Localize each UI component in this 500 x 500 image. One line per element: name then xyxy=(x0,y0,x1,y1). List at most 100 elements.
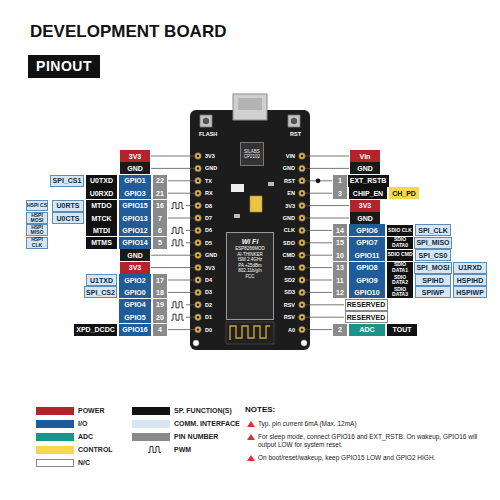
label-text: 3V3 xyxy=(129,262,141,273)
pin-pad xyxy=(195,264,201,270)
board-pin-label: RX xyxy=(205,190,213,196)
function-tag: XPD_DCDC xyxy=(74,324,117,336)
label-text: PA +25dBm xyxy=(238,263,262,269)
mounting-hole xyxy=(301,340,307,346)
pin-number: 5 xyxy=(153,237,167,249)
board-pin-label: SD3 xyxy=(284,289,295,295)
smd-part xyxy=(234,214,240,218)
flash-button xyxy=(200,115,212,127)
label-text: AI-THINKER xyxy=(237,252,263,258)
gpio-tag: GPIO8 xyxy=(349,262,385,274)
pin-pad xyxy=(195,153,201,159)
pin-pad xyxy=(299,326,305,332)
pin-pad xyxy=(299,227,305,233)
label-text: SPI_MISO xyxy=(416,237,449,248)
usb-uart-chip: SILABS CP2102 xyxy=(240,142,264,166)
gpio-tag: GPIO1 xyxy=(119,175,151,187)
pin-hole xyxy=(301,328,303,330)
legend-swatch xyxy=(36,433,74,441)
label-text: 1 xyxy=(338,175,342,186)
label-text: 19 xyxy=(156,299,164,310)
label-text: SPI_CLK xyxy=(418,225,448,236)
label-text: MTCK xyxy=(91,213,111,224)
label-text: SPIHD xyxy=(422,275,443,286)
label-text: Wi Fi xyxy=(242,237,259,246)
pin-pad xyxy=(195,165,201,171)
label-text: U0RXD xyxy=(90,188,114,199)
pin-hole xyxy=(197,328,199,330)
pin-hole xyxy=(301,279,303,281)
pin-hole xyxy=(197,192,199,194)
notes-heading: NOTES: xyxy=(245,405,275,415)
legend-text: PIN NUMBER xyxy=(174,432,218,441)
label-text: 4 xyxy=(158,324,162,335)
label-text: ESP8266MOD xyxy=(235,246,265,252)
pin-hole xyxy=(197,291,199,293)
nc-tag: RESERVED xyxy=(345,311,388,323)
legend-row: I/O xyxy=(36,419,87,428)
leader-line xyxy=(151,156,195,157)
leader-line xyxy=(186,304,195,305)
board-pin-label: RST xyxy=(284,178,295,184)
label-text: HSPI CS xyxy=(27,203,47,209)
heading-bar: PINOUT xyxy=(28,55,100,78)
legend-row: SP. FUNCTION(S) xyxy=(132,406,232,415)
pin-number: 21 xyxy=(153,187,167,199)
leader-lines xyxy=(151,156,349,330)
gpio-tag: GPIO5 xyxy=(119,311,151,323)
pin-hole xyxy=(301,254,303,256)
gpio-tag: GPIO7 xyxy=(349,237,385,249)
label-text: GND xyxy=(127,250,143,261)
function-tag: U0TXD xyxy=(86,175,117,187)
comm-tag: SPI_MISO xyxy=(414,237,452,249)
function-tag: SDIO CMD xyxy=(387,250,413,261)
label-text: 3 xyxy=(338,188,342,199)
legend-text: I/O xyxy=(78,419,87,428)
board-pin-label: D3 xyxy=(205,289,212,295)
leader-line xyxy=(306,317,345,318)
board-pin-label: EN xyxy=(287,190,295,196)
legend-row: POWER xyxy=(36,406,104,415)
label-text: GND xyxy=(127,163,143,174)
function-tag: U0RXD xyxy=(86,187,117,199)
usb-connector xyxy=(233,94,267,120)
pin-hole xyxy=(197,279,199,281)
leader-line xyxy=(186,205,195,206)
flash-button-cap xyxy=(203,118,209,124)
pin-hole xyxy=(197,266,199,268)
board-pin-label: D8 xyxy=(205,203,212,209)
board-pin-label: 3V3 xyxy=(205,265,215,271)
gpio-tag: GPIO2 xyxy=(119,274,151,286)
pin-number: 18 xyxy=(153,286,167,298)
legend-swatch xyxy=(36,420,74,428)
pin-hole xyxy=(301,266,303,268)
label-text: FCC xyxy=(245,274,254,280)
pin-pad xyxy=(299,165,305,171)
ground-pin-tag: GND xyxy=(120,162,150,174)
label-text: XPD_DCDC xyxy=(76,324,115,335)
comm-tag: HSPI MISO xyxy=(26,224,48,236)
pin-number: 13 xyxy=(333,262,347,274)
pin-pad xyxy=(299,289,305,295)
gpio-tag: GPIO0 xyxy=(119,286,151,298)
function-tag: EXT_RSTB xyxy=(348,175,389,187)
gpio-tag: GPIO4 xyxy=(119,299,151,311)
label-text: 15 xyxy=(336,237,344,248)
label-text: U0RTS xyxy=(57,200,80,211)
label-text: GPIO10 xyxy=(354,287,379,298)
pin-number: 19 xyxy=(153,299,167,311)
label-text: ISM 2.4GHz xyxy=(238,257,263,263)
pwm-symbol xyxy=(171,227,184,233)
label-text: GPIO12 xyxy=(122,225,147,236)
legend-swatch xyxy=(132,433,170,441)
leader-line xyxy=(306,205,350,206)
leader-line xyxy=(306,230,333,231)
board-pin-label: 3V3 xyxy=(285,203,295,209)
label-text: CHIP_EN xyxy=(353,188,383,199)
label-text: CH_PD xyxy=(392,188,416,199)
board-pin-label: D2 xyxy=(205,302,212,308)
pin-pad xyxy=(299,215,305,221)
legend-row: COMM. INTERFACE xyxy=(132,419,240,428)
label-text: GPIO6 xyxy=(356,225,377,236)
pin-hole xyxy=(197,180,199,182)
